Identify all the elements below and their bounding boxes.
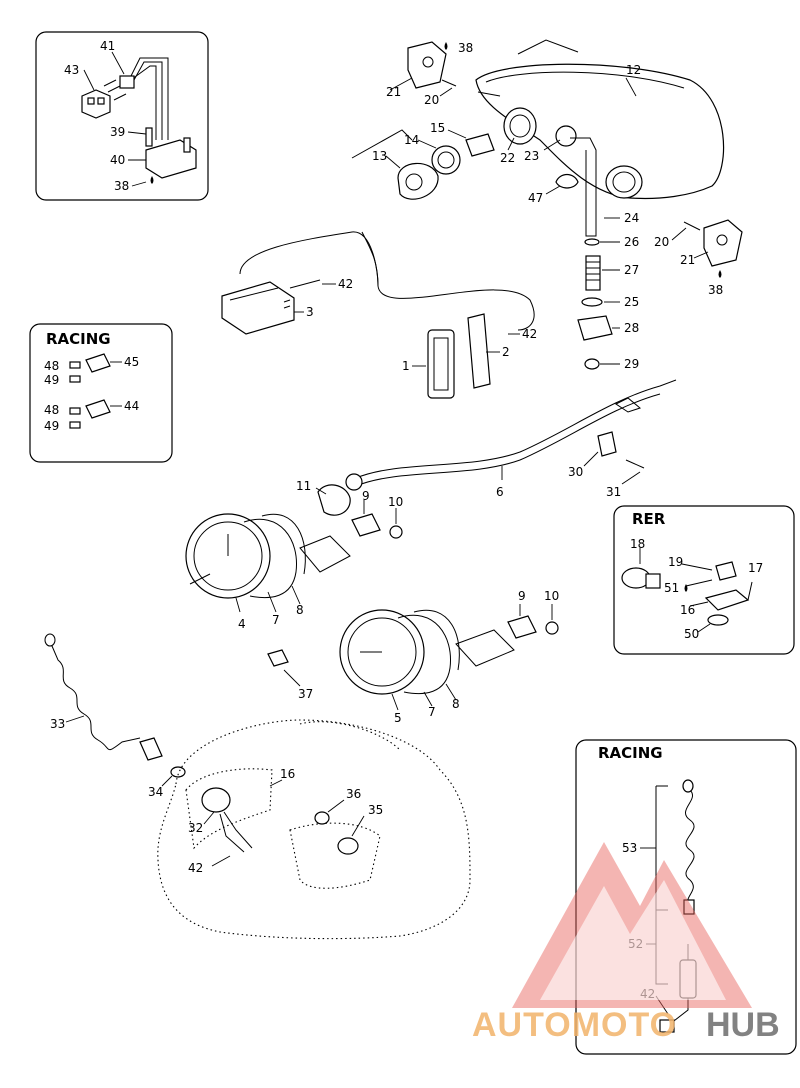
callout-39: 39 [110,125,125,139]
callout-47: 47 [528,191,543,205]
spring-stack: 24 26 27 25 28 29 [570,137,639,371]
callout-12: 12 [626,63,641,77]
watermark-brand-left: AUTOMOTO [472,1006,677,1044]
rer-box: RER 18 19 17 51 16 50 [613,505,795,655]
callout-20: 20 [424,93,439,107]
callout-3: 3 [306,305,314,319]
callout-34: 34 [148,785,163,799]
callout-7: 7 [272,613,280,627]
callout-9: 9 [362,489,370,503]
callout-10b: 10 [544,589,559,603]
callout-30: 30 [568,465,583,479]
console-outline-16: 16 [157,719,471,940]
callout-49: 49 [44,373,59,387]
callout-33: 33 [50,717,65,731]
callout-29: 29 [624,357,639,371]
callout-44: 44 [124,399,139,413]
lamp-assembly: 13 14 15 [351,121,495,200]
callout-9b: 9 [518,589,526,603]
callout-20b: 20 [654,235,669,249]
lanyard-33: 33 34 [44,633,186,799]
callout-42c: 42 [188,861,203,875]
callout-53: 53 [622,841,637,855]
callout-10: 10 [388,495,403,509]
switch-32 [201,787,231,813]
callout-45: 45 [124,355,139,369]
callout-38b: 38 [458,41,473,55]
callout-2: 2 [502,345,510,359]
callout-16: 16 [280,767,295,781]
callout-40: 40 [110,153,125,167]
callout-26: 26 [624,235,639,249]
callout-15: 15 [430,121,445,135]
racing-box-bottom-title: RACING [598,744,663,762]
callout-36: 36 [346,787,361,801]
callout-1: 1 [402,359,410,373]
switch-36 [314,811,330,825]
callout-13: 13 [372,149,387,163]
harness-3: 42 3 42 [221,231,537,341]
callout-38: 38 [114,179,129,193]
racing-box-left-title: RACING [46,330,111,348]
bracket-21-top: 38 21 20 [386,41,473,107]
callout-42: 42 [338,277,353,291]
watermark-brand-right: HUB [706,1006,780,1044]
gauge-support-12: 12 [475,39,725,200]
callout-37: 37 [298,687,313,701]
watermark-logo: AUTOMOTO HUB [472,842,780,1044]
callout-8b: 8 [452,697,460,711]
callout-16b: 16 [680,603,695,617]
callout-22: 22 [500,151,515,165]
callout-25: 25 [624,295,639,309]
callout-51: 51 [664,581,679,595]
callout-6: 6 [496,485,504,499]
callout-28: 28 [624,321,639,335]
gauge-5: 9 10 5 7 8 [339,589,559,725]
callout-7b: 7 [428,705,436,719]
callout-48b: 48 [44,403,59,417]
speedo-cable-6: 6 [345,379,677,499]
callout-5: 5 [394,711,402,725]
callout-4: 4 [238,617,246,631]
callout-17: 17 [748,561,763,575]
callout-31: 31 [606,485,621,499]
callout-49b: 49 [44,419,59,433]
callout-50: 50 [684,627,699,641]
inset-box-top-left: 41 43 39 40 38 [35,31,209,201]
rer-box-title: RER [632,510,666,528]
callout-48: 48 [44,359,59,373]
callout-18: 18 [630,537,645,551]
switch-35 [337,837,359,855]
callout-38c: 38 [708,283,723,297]
callout-35: 35 [368,803,383,817]
callout-14: 14 [404,133,419,147]
callout-32: 32 [188,821,203,835]
callout-8: 8 [296,603,304,617]
callout-19: 19 [668,555,683,569]
callout-23: 23 [524,149,539,163]
callout-24: 24 [624,211,639,225]
callout-43: 43 [64,63,79,77]
cover-1-clip-2: 1 2 [402,313,510,399]
callout-21b: 21 [680,253,695,267]
bracket-21-right: 20 21 38 [654,219,743,297]
gauge-4: 11 9 10 4 7 8 [185,479,403,631]
clip-47 [555,173,579,189]
callout-42b: 42 [522,327,537,341]
callout-41: 41 [100,39,115,53]
racing-box-left: RACING 48 45 49 48 44 49 [29,323,173,463]
callout-21: 21 [386,85,401,99]
callout-11: 11 [296,479,311,493]
clamp-30 [597,431,617,457]
callout-27: 27 [624,263,639,277]
bulb-37 [267,649,289,667]
